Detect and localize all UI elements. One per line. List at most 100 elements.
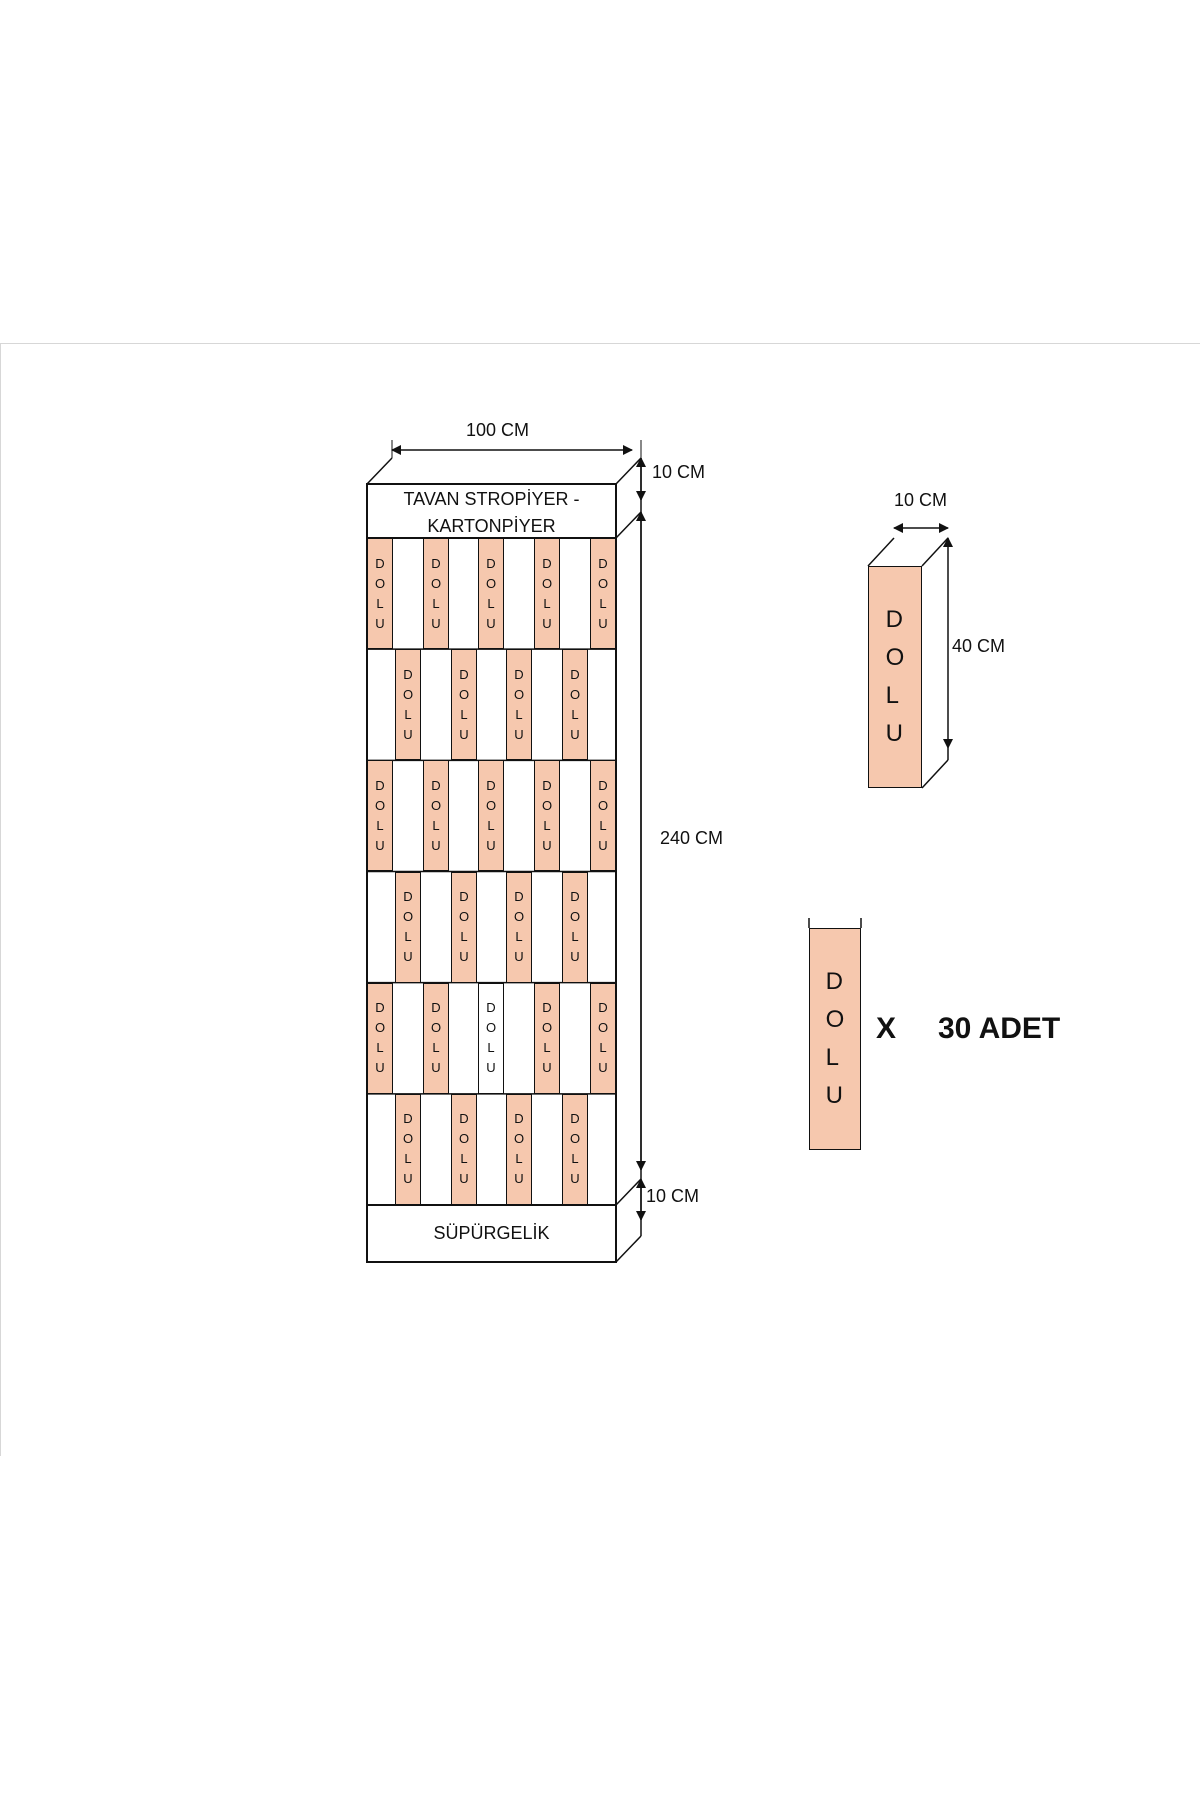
tile-letter: U [486, 615, 496, 631]
diagram-frame [0, 343, 1200, 1456]
tile-letter: U [570, 1171, 580, 1187]
tile-letter: U [598, 837, 608, 853]
tile-letter: U [570, 949, 580, 965]
tile-letter: L [404, 1151, 412, 1167]
quantity-count: 30 ADET [938, 1012, 1061, 1045]
tile-letter: D [514, 1111, 524, 1127]
tile-letter: U [514, 1171, 524, 1187]
tile-letter: U [486, 1060, 496, 1076]
tile-letter: L [885, 682, 900, 709]
tile-letter: U [598, 615, 608, 631]
tile-letter: D [486, 555, 496, 571]
top-molding: TAVAN STROPİYER - KARTONPİYER [367, 484, 616, 540]
tile-letter: L [432, 817, 440, 833]
tile-letter: D [570, 1111, 580, 1127]
tile-letter: O [597, 1020, 609, 1036]
tile-letter: L [376, 1040, 384, 1056]
tile-letter: D [459, 889, 469, 905]
tile-letter: U [403, 949, 413, 965]
tile-letter: D [542, 777, 552, 793]
tile-letter: U [514, 949, 524, 965]
tile-letter: U [542, 615, 552, 631]
tile-letter: O [597, 797, 609, 813]
tile-letter: U [375, 1060, 385, 1076]
tile-letter: L [571, 1151, 579, 1167]
tile-letter: L [376, 595, 384, 611]
tile-letter: L [404, 929, 412, 945]
tile-letter: U [598, 1060, 608, 1076]
tile-letter: O [485, 575, 497, 591]
tile-letter: L [543, 817, 551, 833]
tile-letter: D [459, 1111, 469, 1127]
tile-letter: O [402, 686, 414, 702]
tile-letter: O [597, 575, 609, 591]
tile-letter: L [543, 595, 551, 611]
tile-letter: U [885, 720, 903, 747]
tile-letter: L [460, 1151, 468, 1167]
tile-letter: D [375, 555, 385, 571]
tile-letter: O [569, 909, 581, 925]
panel-width-label: 100 CM [466, 420, 530, 440]
tile-letter: D [486, 777, 496, 793]
tile-letter: O [513, 686, 525, 702]
tile-letter: L [599, 817, 607, 833]
tile-letter: O [374, 797, 386, 813]
tile-letter: O [485, 797, 497, 813]
tile-letter: L [404, 706, 412, 722]
tile-letter: D [431, 777, 441, 793]
tile-letter: D [570, 889, 580, 905]
tile-letter: L [487, 817, 495, 833]
tile-letter: U [825, 1082, 843, 1109]
tile-letter: D [542, 1000, 552, 1016]
tile-letter: O [458, 1131, 470, 1147]
tile-letter: O [541, 1020, 553, 1036]
tile-letter: D [514, 889, 524, 905]
tile-letter: U [459, 949, 469, 965]
top-molding-line1: TAVAN STROPİYER - [403, 489, 580, 509]
tile-letter: O [513, 909, 525, 925]
tile-letter: D [570, 666, 580, 682]
tile-letter: D [403, 666, 413, 682]
single-tile-height-label: 40 CM [952, 636, 1006, 656]
tile-letter: O [513, 1131, 525, 1147]
tile-letter: U [431, 837, 441, 853]
tile-letter: L [515, 1151, 523, 1167]
tile-letter: D [542, 555, 552, 571]
panel-outline [366, 483, 617, 1263]
tile-letter: L [571, 706, 579, 722]
tile-letter: D [375, 1000, 385, 1016]
tile-letter: U [431, 615, 441, 631]
tile-letter: O [430, 575, 442, 591]
tile-letter: O [569, 686, 581, 702]
tile-letter: O [485, 1020, 497, 1036]
tile-letter: O [402, 1131, 414, 1147]
tile-letter: O [541, 797, 553, 813]
tile-letter: L [487, 1040, 495, 1056]
tile-letter: L [376, 817, 384, 833]
tile-letter: O [885, 644, 905, 671]
tile-letter: L [599, 1040, 607, 1056]
tile-letter: L [825, 1044, 840, 1071]
tile-letter: L [432, 1040, 440, 1056]
single-tile-width-label: 10 CM [894, 490, 948, 510]
tile-letter: O [541, 575, 553, 591]
panel-bottom-height-label: 10 CM [646, 1186, 700, 1206]
